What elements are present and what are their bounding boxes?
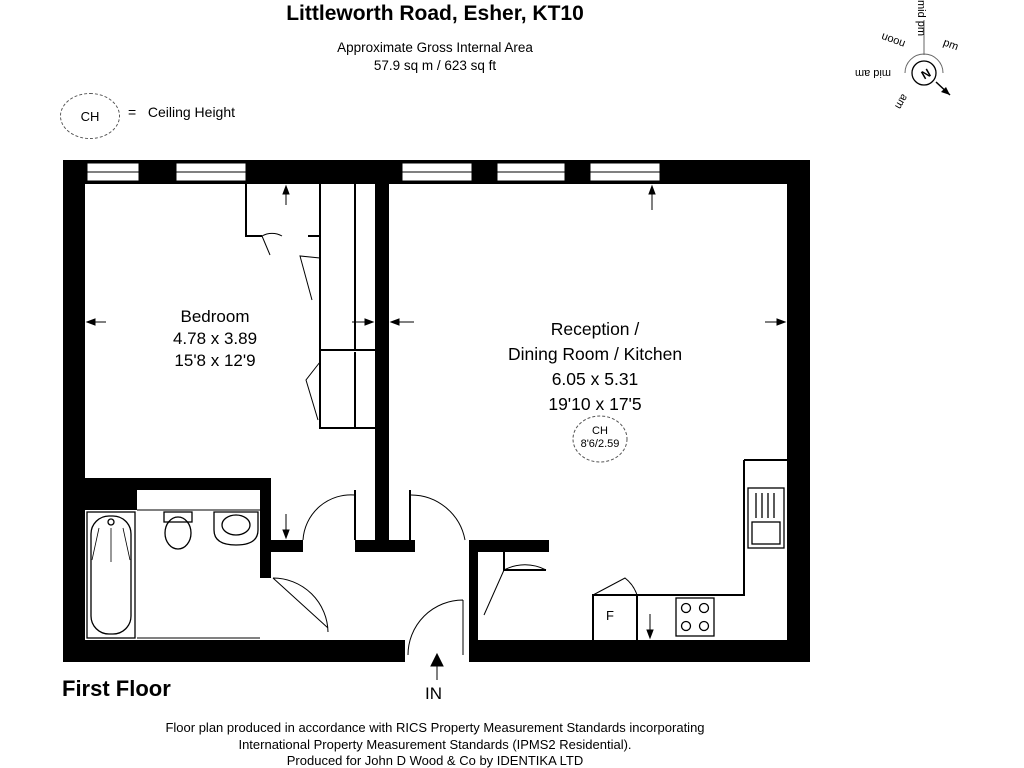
compass-north: N bbox=[919, 66, 934, 82]
compass-label: mid am bbox=[855, 67, 891, 79]
ceiling-label: CH bbox=[592, 425, 608, 437]
floor-label: First Floor bbox=[62, 676, 171, 701]
compass-label: mid pm bbox=[915, 0, 927, 36]
area-label: Approximate Gross Internal Area bbox=[337, 40, 533, 55]
compass-label: pm bbox=[941, 37, 959, 54]
sink-icon bbox=[747, 487, 785, 549]
footer-line2: International Property Measurement Stand… bbox=[238, 737, 632, 752]
toilet-icon bbox=[163, 511, 193, 550]
bath-icon bbox=[86, 511, 136, 639]
legend-equals: = bbox=[128, 104, 137, 120]
internal-walls bbox=[85, 184, 549, 640]
bathroom-floor-outline bbox=[137, 509, 260, 639]
compass-icon: N mid pm pm noon mid am am bbox=[855, 0, 960, 111]
footer-line3: Produced for John D Wood & Co by IDENTIK… bbox=[286, 753, 584, 768]
reception-name-line2: Dining Room / Kitchen bbox=[507, 344, 683, 364]
fridge-label: F bbox=[606, 608, 614, 623]
bedroom-label: Bedroom 4.78 x 3.89 15'8 x 12'9 bbox=[150, 306, 280, 372]
compass-label: noon bbox=[880, 30, 907, 50]
reception-name-line1: Reception / bbox=[550, 319, 640, 339]
ceiling-value: 8'6/2.59 bbox=[580, 438, 620, 450]
reception-metric: 6.05 x 5.31 bbox=[551, 369, 639, 389]
reception-imperial: 19'10 x 17'5 bbox=[548, 394, 642, 414]
ceiling-height-marker bbox=[572, 415, 628, 463]
basin-icon bbox=[213, 511, 259, 546]
hob-icon bbox=[675, 597, 715, 637]
page-title: Littleworth Road, Esher, KT10 bbox=[286, 2, 584, 25]
legend-symbol-text: CH bbox=[80, 108, 100, 124]
entrance-label: IN bbox=[425, 684, 442, 703]
measurement-arrows bbox=[85, 184, 787, 680]
bedroom-imperial: 15'8 x 12'9 bbox=[174, 351, 256, 370]
reception-label: Reception / Dining Room / Kitchen 6.05 x… bbox=[470, 317, 720, 417]
legend-text: Ceiling Height bbox=[147, 104, 236, 120]
legend-description: = Ceiling Height bbox=[128, 104, 235, 120]
bedroom-name: Bedroom bbox=[180, 307, 250, 326]
compass-label: am bbox=[892, 92, 910, 111]
ceiling-height-value: CH 8'6/2.59 bbox=[570, 425, 630, 451]
ceiling-height-legend-symbol: CH bbox=[60, 93, 120, 139]
area-value: 57.9 sq m / 623 sq ft bbox=[373, 58, 497, 73]
footer-line1: Floor plan produced in accordance with R… bbox=[165, 720, 705, 735]
door-swings bbox=[261, 232, 638, 656]
bedroom-metric: 4.78 x 3.89 bbox=[172, 329, 258, 348]
